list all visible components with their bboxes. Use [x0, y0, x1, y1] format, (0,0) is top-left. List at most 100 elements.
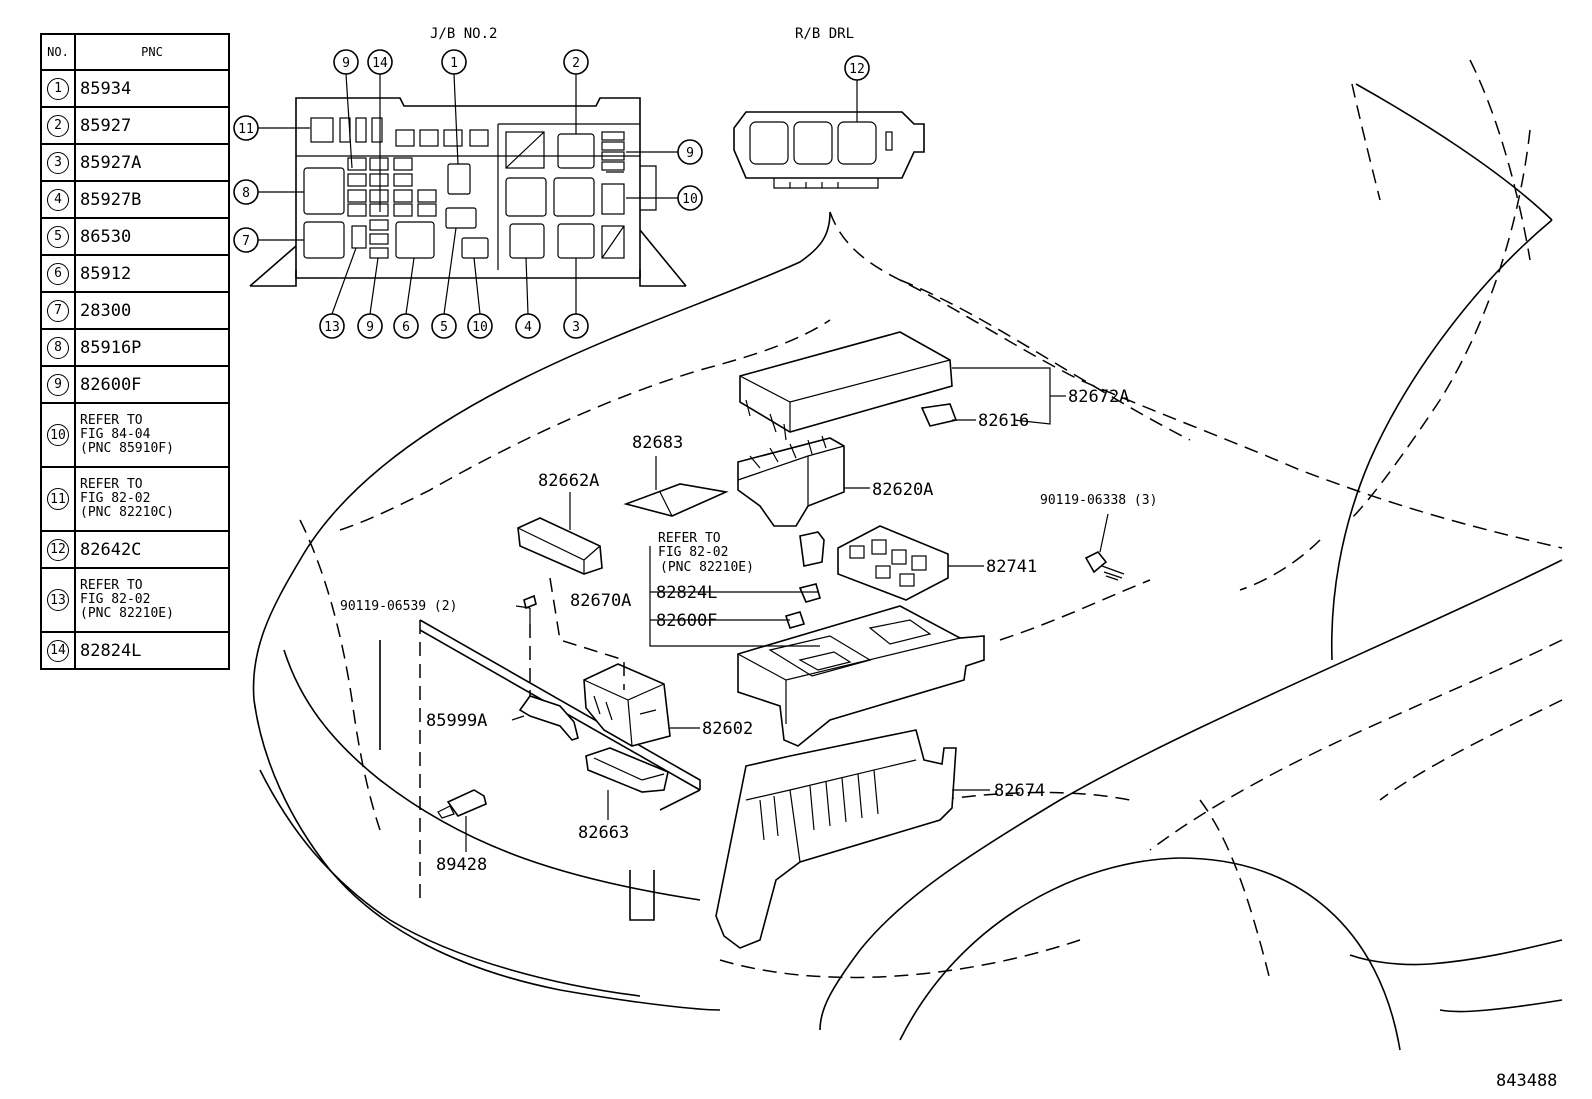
legend-pnc-line: 82642C — [80, 539, 142, 560]
bracket-85999A — [518, 695, 579, 741]
callout-circle: 13 — [47, 589, 69, 611]
legend-row-number: 11 — [42, 468, 76, 530]
callout-leader — [405, 257, 415, 315]
callout-circle: 1 — [47, 77, 69, 100]
sensor-89428 — [437, 789, 487, 819]
legend-row-pnc: 85927A — [76, 145, 228, 180]
legend-row-pnc: 85927 — [76, 108, 228, 143]
legend-pnc-line: REFER TO — [80, 413, 143, 428]
callout-circle — [319, 313, 345, 339]
relay-block-82741 — [837, 525, 949, 601]
legend-pnc-line: 85927A — [80, 152, 142, 173]
callout-circle — [563, 313, 589, 339]
legend-row-number: 12 — [42, 532, 76, 567]
jb-title: J/B NO.2 — [430, 26, 497, 42]
legend-pnc-line: 82600F — [80, 374, 142, 395]
legend-row-pnc: 85934 — [76, 71, 228, 106]
legend-row-number: 10 — [42, 404, 76, 466]
legend-row-pnc: 86530 — [76, 219, 228, 254]
legend-row-number: 14 — [42, 633, 76, 668]
label-sheet — [623, 483, 729, 517]
callout-number: 8 — [242, 186, 250, 201]
part-label-82683: 82683 — [632, 433, 683, 453]
legend-row: 1 85934 — [42, 71, 228, 108]
legend-row: 6 85912 — [42, 256, 228, 293]
callout-circle: 14 — [47, 639, 69, 662]
callout-circle: 6 — [47, 262, 69, 285]
legend-header-no: NO. — [42, 35, 76, 69]
callout-circle: 12 — [47, 538, 69, 561]
legend-pnc-line: FIG 84-04 — [80, 427, 151, 442]
legend-row-pnc: 85927B — [76, 182, 228, 217]
legend-row-number: 13 — [42, 569, 76, 631]
legend-pnc-line: (PNC 82210E) — [80, 606, 174, 621]
legend-row-pnc: 82600F — [76, 367, 228, 402]
legend-row: 14 82824L — [42, 633, 228, 670]
callout-circle — [393, 313, 419, 339]
legend-row: 7 28300 — [42, 293, 228, 330]
callout-circle — [367, 49, 393, 75]
callout-leader — [473, 257, 481, 315]
callout-circle — [357, 313, 383, 339]
legend-row-number: 5 — [42, 219, 76, 254]
part-label-82600F: 82600F — [656, 611, 717, 631]
part-label-82741: 82741 — [986, 557, 1037, 577]
legend-row-number: 2 — [42, 108, 76, 143]
callout-number: 14 — [372, 56, 388, 71]
legend-row-pnc: 82642C — [76, 532, 228, 567]
callout-number: 11 — [238, 122, 254, 137]
callout-number: 1 — [450, 56, 458, 71]
callout-number: 13 — [324, 320, 340, 335]
callout-circle: 8 — [47, 336, 69, 359]
callout-circle: 7 — [47, 299, 69, 322]
callout-circle — [233, 115, 259, 141]
legend-row-number: 7 — [42, 293, 76, 328]
legend-row-number: 6 — [42, 256, 76, 291]
legend-pnc-line: 28300 — [80, 300, 132, 321]
part-label-82824L: 82824L — [656, 583, 717, 603]
legend-pnc-line: 86530 — [80, 226, 132, 247]
junction-block-no2 — [249, 97, 687, 287]
callout-leader — [331, 247, 357, 315]
part-label-82620A: 82620A — [872, 480, 933, 500]
part-label-90119-06338: 90119-06338 (3) — [1040, 493, 1157, 508]
legend-pnc-line: 82824L — [80, 640, 142, 661]
part-label-90119-06539: 90119-06539 (2) — [340, 599, 457, 614]
callout-circle — [563, 49, 589, 75]
legend-row: 9 82600F — [42, 367, 228, 404]
legend-pnc-line: (PNC 82210C) — [80, 505, 174, 520]
callout-number: 9 — [342, 56, 350, 71]
legend-row-pnc: 85912 — [76, 256, 228, 291]
callout-number: 7 — [242, 234, 250, 249]
figure-number: 843488 — [1496, 1071, 1557, 1091]
fuse-box-cover — [739, 331, 958, 441]
callout-circle — [333, 49, 359, 75]
part-label-82662A: 82662A — [538, 471, 599, 491]
callout-leader — [443, 227, 457, 315]
fuse-box-base — [737, 605, 985, 747]
legend-pnc-line: REFER TO — [80, 477, 143, 492]
part-label-85999A: 85999A — [426, 711, 487, 731]
legend-row-number: 3 — [42, 145, 76, 180]
legend-pnc-line: 85916P — [80, 337, 142, 358]
callout-number: 4 — [524, 320, 532, 335]
legend-row-pnc: 85916P — [76, 330, 228, 365]
cover-82662A — [517, 517, 603, 575]
legend-row: 8 85916P — [42, 330, 228, 367]
part-label-82674: 82674 — [994, 781, 1045, 801]
callout-circle — [233, 179, 259, 205]
legend-row-pnc: 28300 — [76, 293, 228, 328]
callout-circle: 9 — [47, 373, 69, 396]
callout-circle — [467, 313, 493, 339]
legend-header: NO. PNC — [42, 35, 228, 71]
